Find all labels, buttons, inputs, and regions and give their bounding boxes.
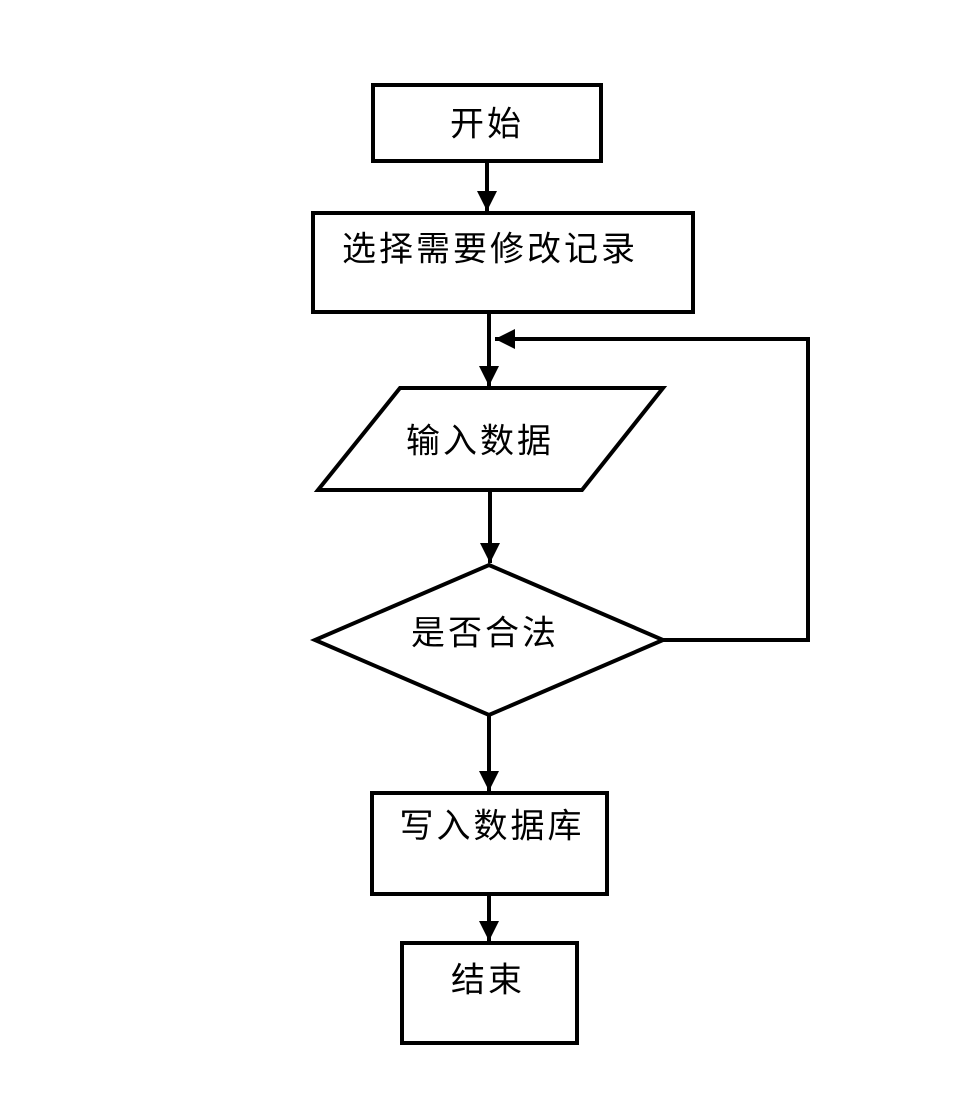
node-start: 开始 [371,83,603,163]
node-write-db: 写入数据库 [370,791,609,896]
validate-diamond [309,562,669,718]
write-db-rectangle [370,791,609,896]
flowchart-nodes: 开始 选择需要修改记录 输入数据 是否合法 写入数据库 结束 [309,83,695,1045]
write-db-label: 写入数据库 [400,808,585,846]
select-record-label: 选择需要修改记录 [342,231,638,269]
select-record-rectangle [311,211,695,314]
node-input-data: 输入数据 [313,386,668,492]
start-label: 开始 [450,106,524,144]
flowchart-edges [477,161,810,941]
start-rectangle [371,83,603,163]
node-validate: 是否合法 [309,562,669,718]
edge-loop-back [495,329,810,642]
node-select-record: 选择需要修改记录 [311,211,695,314]
end-label: 结束 [451,962,525,1000]
node-end: 结束 [400,941,579,1045]
input-data-parallelogram [313,386,668,492]
validate-label: 是否合法 [411,615,559,653]
input-data-label: 输入数据 [406,423,554,461]
end-rectangle [400,941,579,1045]
